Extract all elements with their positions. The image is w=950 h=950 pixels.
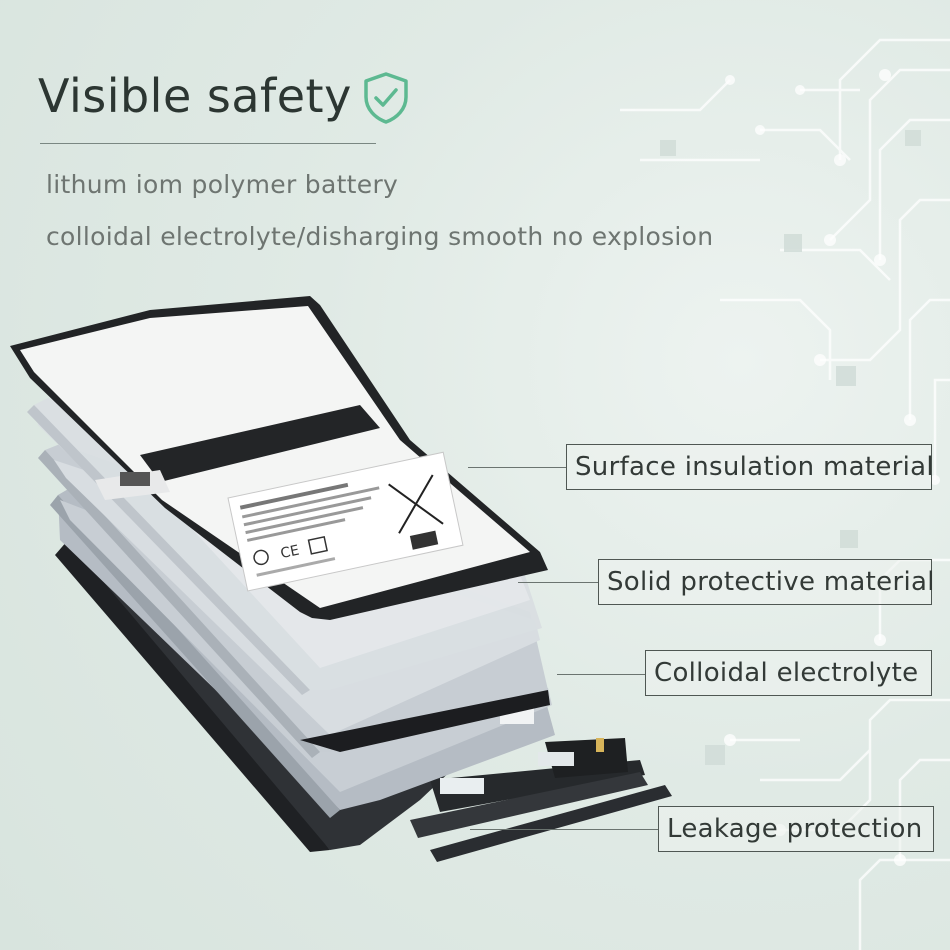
battery-top-pack: CE <box>10 296 548 620</box>
subtitle-electrolyte: colloidal electrolyte/disharging smooth … <box>46 222 714 251</box>
svg-text:CE: CE <box>279 543 301 563</box>
headline: Visible safety <box>38 66 410 126</box>
leader-line-leakage-protection <box>470 829 658 830</box>
battery-exploded-view: CE <box>10 296 672 862</box>
page-title: Visible safety <box>38 69 352 123</box>
shield-check-icon <box>364 72 408 124</box>
subtitle-battery-type: lithum iom polymer battery <box>46 170 399 199</box>
label-solid-protective: Solid protective material <box>598 559 934 605</box>
label-leakage-protection: Leakage protection <box>658 806 934 852</box>
label-colloidal-electrolyte: Colloidal electrolyte <box>645 650 932 696</box>
title-divider <box>40 143 376 144</box>
leader-line-surface-insulation <box>468 467 566 468</box>
leader-line-colloidal-electrolyte <box>557 674 645 675</box>
leader-line-solid-protective <box>518 582 598 583</box>
label-surface-insulation: Surface insulation material <box>566 444 934 490</box>
